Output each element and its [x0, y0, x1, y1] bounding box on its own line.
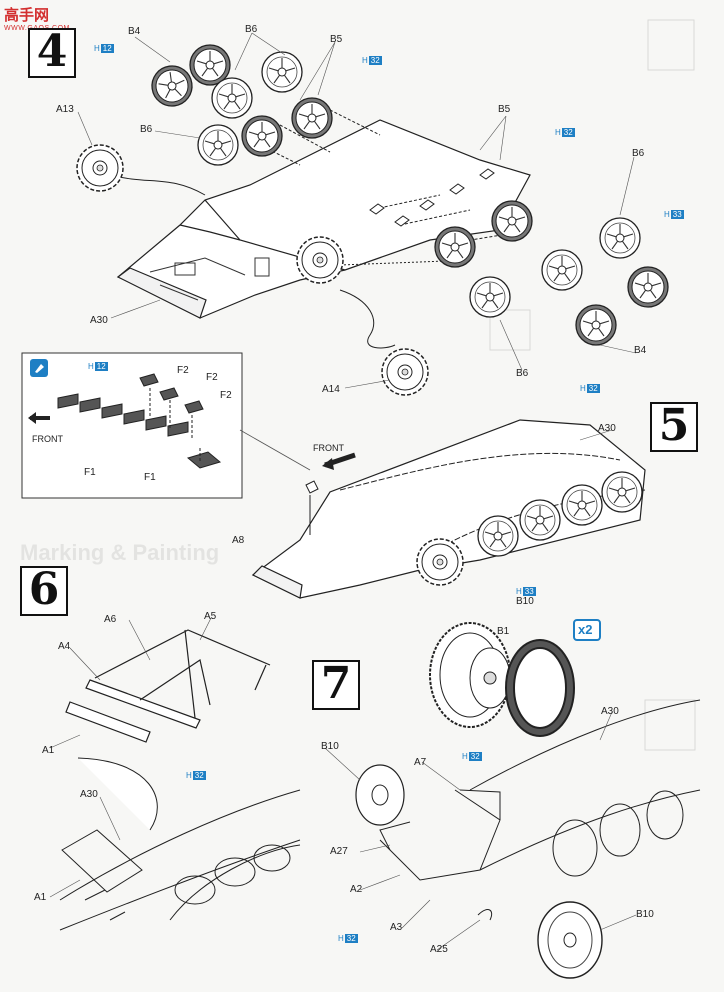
- part-label-a6: A6: [104, 614, 117, 625]
- part-label-a3: A3: [390, 922, 403, 933]
- paint-code-number: 32: [192, 771, 206, 780]
- watermark-logo: 高手网: [4, 7, 50, 24]
- step-number-6: 6: [20, 566, 68, 616]
- paint-code-prefix: H: [362, 56, 368, 65]
- quantity-badge: x2: [578, 622, 593, 637]
- background-ghost-text: Marking & Painting: [20, 540, 220, 565]
- part-label-a30: A30: [598, 423, 616, 434]
- paint-code-number: 33: [522, 587, 536, 596]
- part-label-a30: A30: [80, 789, 98, 800]
- part-label-b4: B4: [634, 345, 647, 356]
- paint-code-prefix: H: [186, 771, 192, 780]
- part-label-a25: A25: [430, 944, 448, 955]
- part-label-a13: A13: [56, 104, 74, 115]
- paint-code-prefix: H: [516, 587, 522, 596]
- part-label-a4: A4: [58, 641, 71, 652]
- paint-code-number: 32: [368, 56, 382, 65]
- paint-code-prefix: H: [88, 362, 94, 371]
- paint-code-number: 33: [670, 210, 684, 219]
- paint-code-number: 12: [100, 44, 114, 53]
- step-number-5: 5: [650, 402, 698, 452]
- front-direction-label: FRONT: [313, 443, 344, 453]
- part-label-a30: A30: [90, 315, 108, 326]
- paint-code-number: 32: [344, 934, 358, 943]
- part-label-b6: B6: [632, 148, 645, 159]
- part-label-a27: A27: [330, 846, 348, 857]
- part-label-b5: B5: [330, 34, 343, 45]
- part-label-b10: B10: [516, 596, 534, 607]
- paint-code-prefix: H: [664, 210, 670, 219]
- part-label-f2: F2: [206, 372, 218, 383]
- part-label-a1: A1: [34, 892, 47, 903]
- part-label-b6: B6: [516, 368, 529, 379]
- paint-code-prefix: H: [555, 128, 561, 137]
- part-label-a5: A5: [204, 611, 217, 622]
- part-label-a1: A1: [42, 745, 55, 756]
- part-label-a30: A30: [601, 706, 619, 717]
- part-label-a2: A2: [350, 884, 363, 895]
- part-label-b1: B1: [497, 626, 510, 637]
- part-label-f1: F1: [144, 472, 156, 483]
- paint-code-prefix: H: [338, 934, 344, 943]
- part-label-f2: F2: [220, 390, 232, 401]
- front-direction-label: FRONT: [32, 434, 63, 444]
- paint-code-number: 32: [468, 752, 482, 761]
- paint-code-number: 32: [561, 128, 575, 137]
- part-label-b6: B6: [245, 24, 258, 35]
- part-label-a8: A8: [232, 535, 245, 546]
- paint-code-prefix: H: [462, 752, 468, 761]
- step-number-7: 7: [312, 660, 360, 710]
- part-label-a7: A7: [414, 757, 427, 768]
- step-number-4: 4: [28, 28, 76, 78]
- part-label-f2: F2: [177, 365, 189, 376]
- part-label-f1: F1: [84, 467, 96, 478]
- paint-code-prefix: H: [94, 44, 100, 53]
- part-label-b6: B6: [140, 124, 153, 135]
- paint-code-prefix: H: [580, 384, 586, 393]
- paint-code-number: 12: [94, 362, 108, 371]
- part-label-b10: B10: [321, 741, 339, 752]
- part-label-b10: B10: [636, 909, 654, 920]
- part-label-a14: A14: [322, 384, 340, 395]
- part-label-b4: B4: [128, 26, 141, 37]
- paint-code-number: 32: [586, 384, 600, 393]
- part-label-b5: B5: [498, 104, 511, 115]
